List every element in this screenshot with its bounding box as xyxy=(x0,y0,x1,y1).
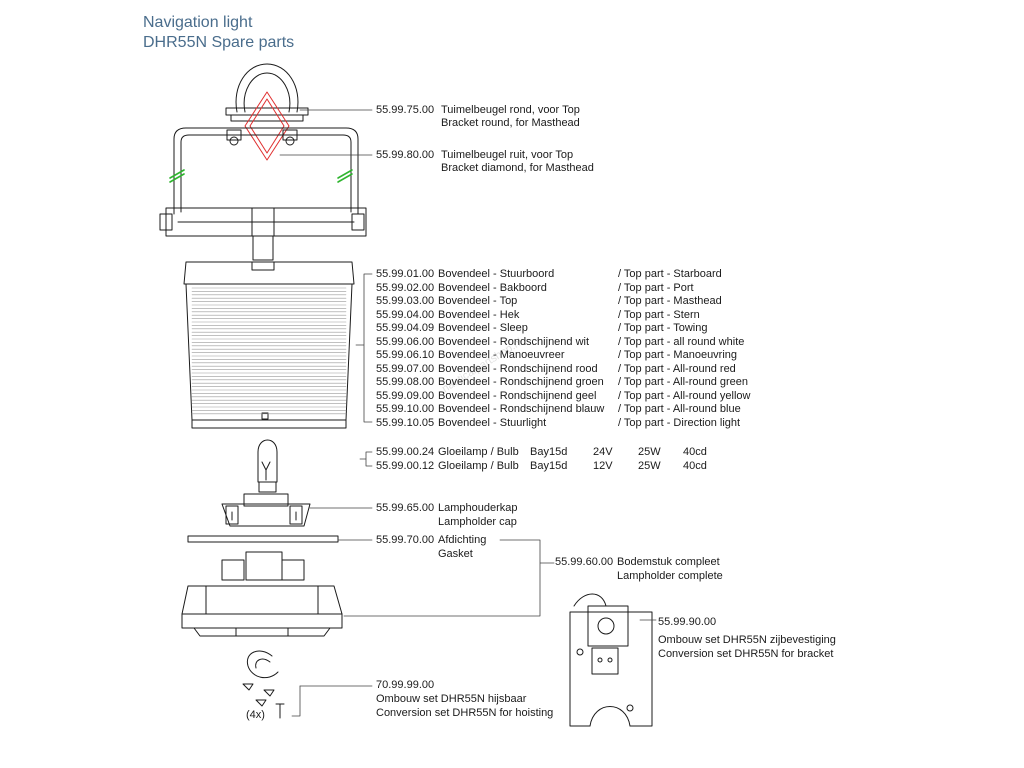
top-part-lens-ribs xyxy=(191,287,347,415)
bulb-watt: 25W xyxy=(638,446,661,458)
top-part-code: 55.99.10.05 xyxy=(376,416,435,429)
top-part-nl: Bovendeel - Manoeuvreer xyxy=(438,349,565,361)
side-mount-en: Conversion set DHR55N for bracket xyxy=(658,648,834,660)
top-part-nl: Bovendeel - Stuurlight xyxy=(438,416,547,429)
top-part-code: 55.99.06.00 xyxy=(376,335,435,348)
top-part-code: 55.99.06.10 xyxy=(376,349,435,361)
lampholder-cap-code: 55.99.65.00 xyxy=(376,502,435,514)
top-part-nl: Bovendeel - Bakboord xyxy=(438,281,547,294)
bulb-drawing xyxy=(257,439,278,493)
side-mount-bracket-drawing xyxy=(569,593,653,727)
top-part-en: / Top part - All-round blue xyxy=(618,403,741,415)
top-part-en: / Top part - All-round green xyxy=(618,376,749,388)
top-part-nl: Bovendeel - Rondschijnend groen xyxy=(438,376,604,388)
bracket-diamond-nl: Tuimelbeugel ruit, voor Top xyxy=(441,149,574,161)
top-part-code: 55.99.07.00 xyxy=(376,362,435,375)
top-part-nl: Bovendeel - Stuurboord xyxy=(438,268,555,280)
bulb-base: Bay15d xyxy=(530,446,568,458)
top-part-code: 55.99.04.09 xyxy=(376,322,435,334)
leader-lines xyxy=(279,109,657,717)
bottom-piece-drawing xyxy=(181,551,343,637)
hoisting-en: Conversion set DHR55N for hoisting xyxy=(376,707,554,719)
top-part-nl: Bovendeel - Rondschijnend wit xyxy=(438,335,590,348)
hoisting-parts-drawing xyxy=(242,650,285,719)
lampholder-cap-drawing xyxy=(221,493,311,527)
bracket-diamond-en: Bracket diamond, for Masthead xyxy=(441,162,594,174)
side-mount-code: 55.99.90.00 xyxy=(658,616,717,628)
top-part-nl: Bovendeel - Sleep xyxy=(438,322,528,334)
lampholder-cap-en: Lampholder cap xyxy=(438,516,517,528)
bulb-base: Bay15d xyxy=(530,459,568,472)
top-part-en: / Top part - Port xyxy=(618,281,694,294)
gasket-drawing xyxy=(187,535,339,543)
bracket-round-code: 55.99.75.00 xyxy=(376,104,435,116)
top-part-en: / Top part - Towing xyxy=(618,322,708,334)
top-part-en: / Top part - All-round yellow xyxy=(618,389,751,402)
bulb-volt: 24V xyxy=(593,446,613,458)
bulb-name: Gloeilamp / Bulb xyxy=(438,459,519,472)
top-part-code: 55.99.09.00 xyxy=(376,389,435,402)
top-part-code: 55.99.04.00 xyxy=(376,308,435,321)
tilt-bracket-frame xyxy=(159,127,367,237)
top-part-en: / Top part - Stern xyxy=(618,308,700,321)
gasket-nl: Afdichting xyxy=(438,534,487,546)
bulb-code: 55.99.00.24 xyxy=(376,446,435,458)
top-part-nl: Bovendeel - Hek xyxy=(438,308,520,321)
page-title: Navigation light xyxy=(143,14,253,31)
hoisting-nl: Ombouw set DHR55N hijsbaar xyxy=(376,693,527,705)
top-part-en: / Top part - Masthead xyxy=(618,295,722,307)
bracket-round-nl: Tuimelbeugel rond, voor Top xyxy=(441,104,580,116)
hoisting-qty: (4x) xyxy=(246,709,265,721)
top-part-en: / Top part - Direction light xyxy=(618,416,741,429)
top-part-en: / Top part - Starboard xyxy=(618,268,722,280)
bulb-cd: 40cd xyxy=(683,446,707,458)
green-alignment-mark xyxy=(169,169,353,183)
top-part-code: 55.99.08.00 xyxy=(376,376,435,388)
page-subtitle: DHR55N Spare parts xyxy=(143,34,295,51)
top-part-housing xyxy=(183,235,355,429)
top-part-code: 55.99.10.00 xyxy=(376,403,435,415)
gasket-code: 55.99.70.00 xyxy=(376,534,435,546)
top-part-nl: Bovendeel - Top xyxy=(438,295,518,307)
top-part-en: / Top part - All-round red xyxy=(618,362,736,375)
bottom-nl: Bodemstuk compleet xyxy=(617,556,720,568)
bulb-name: Gloeilamp / Bulb xyxy=(438,446,519,458)
top-part-nl: Bovendeel - Rondschijnend blauw xyxy=(438,403,605,415)
side-mount-nl: Ombouw set DHR55N zijbevestiging xyxy=(658,634,836,646)
lampholder-cap-nl: Lamphouderkap xyxy=(438,502,518,514)
top-part-nl: Bovendeel - Rondschijnend geel xyxy=(438,389,597,402)
bulb-cd: 40cd xyxy=(683,459,707,472)
bracket-diamond-code: 55.99.80.00 xyxy=(376,149,435,161)
bulb-volt: 12V xyxy=(593,459,613,472)
top-part-en: / Top part - all round white xyxy=(618,335,745,348)
top-part-en: / Top part - Manoeuvring xyxy=(618,349,738,361)
bottom-en: Lampholder complete xyxy=(617,570,723,582)
top-part-code: 55.99.03.00 xyxy=(376,295,435,307)
gasket-en: Gasket xyxy=(438,548,473,560)
round-bracket xyxy=(225,63,309,122)
bottom-code: 55.99.60.00 xyxy=(555,556,614,568)
top-part-code: 55.99.01.00 xyxy=(376,268,435,280)
bulb-code: 55.99.00.12 xyxy=(376,459,435,472)
top-part-nl: Bovendeel - Rondschijnend rood xyxy=(438,362,598,375)
bracket-round-en: Bracket round, for Masthead xyxy=(441,117,580,129)
top-part-code: 55.99.02.00 xyxy=(376,281,435,294)
bulb-watt: 25W xyxy=(638,459,661,472)
hoisting-code: 70.99.99.00 xyxy=(376,679,435,691)
diamond-bracket xyxy=(244,91,290,161)
